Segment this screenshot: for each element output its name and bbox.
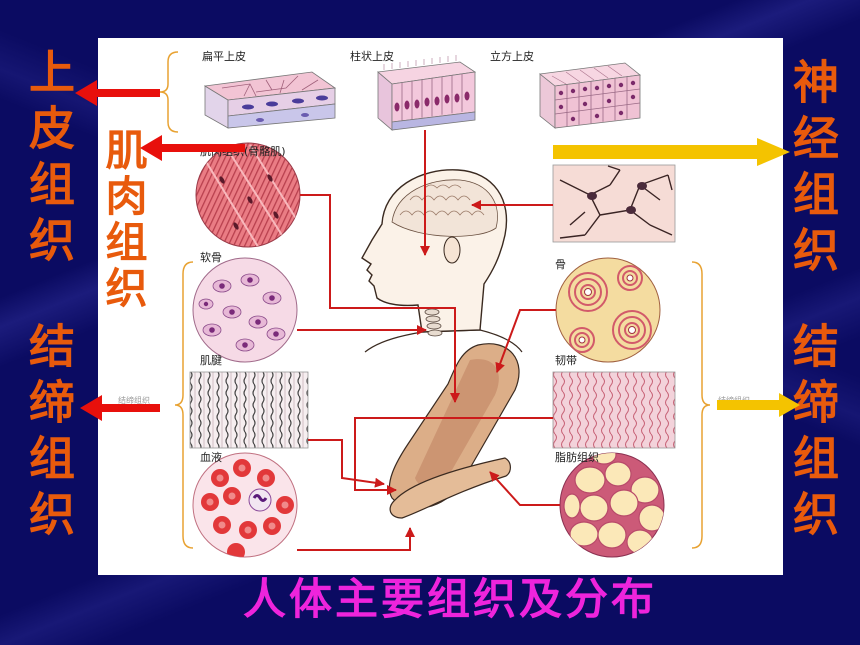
bone-image <box>555 257 661 363</box>
ligament-image <box>552 371 676 449</box>
connective-bracket-right <box>691 261 711 549</box>
blood-image <box>192 452 298 558</box>
cuboidal-epithelium-label: 立方上皮 <box>490 50 534 63</box>
nervous-tissue-label: 神经组织 <box>786 58 840 282</box>
tendon-image <box>189 371 309 449</box>
tendon-label: 肌腱 <box>200 354 222 367</box>
nervous-tissue-image <box>552 164 676 243</box>
blood-label: 血液 <box>200 451 222 464</box>
ligament-label: 韧带 <box>555 354 577 367</box>
cartilage-image <box>192 257 298 363</box>
bone-label: 骨 <box>555 258 566 271</box>
red-arrow-connective <box>80 395 160 421</box>
connector-tendon-to-elbow <box>308 439 385 488</box>
epithelial-tissue-label: 上皮组织 <box>22 48 76 272</box>
connective-tissue-label-left: 结缔组织 <box>22 322 76 546</box>
ear <box>443 236 461 264</box>
connector-fat-to-arm <box>489 471 560 506</box>
connective-tissue-label-right: 结缔组织 <box>786 322 840 546</box>
columnar-epithelium-image <box>377 55 477 131</box>
red-arrow-epithelial <box>75 80 160 106</box>
skeletal-muscle-image <box>195 142 301 248</box>
connective-bracket-left <box>174 261 194 549</box>
trachea <box>424 308 443 337</box>
squamous-epithelium-label: 扁平上皮 <box>202 50 246 63</box>
connector-ligament-to-elbow <box>354 417 553 495</box>
connector-muscle-to-arm <box>300 194 460 403</box>
brain <box>391 179 498 237</box>
red-arrow-muscle <box>140 135 245 161</box>
yellow-arrow-nervous <box>553 138 790 166</box>
bracket-left-label: 结缔组织 <box>118 396 150 405</box>
connector-bone-to-arm <box>495 309 556 373</box>
slide-title: 人体主要组织及分布 <box>243 575 657 625</box>
cartilage-label: 软骨 <box>200 251 222 264</box>
human-figure <box>361 169 523 519</box>
columnar-epithelium-label: 柱状上皮 <box>350 50 394 63</box>
muscle-tissue-label: 肌肉组织 <box>99 128 148 312</box>
connector-blood-to-arm <box>297 527 415 551</box>
forearm <box>389 457 511 519</box>
connector-lines <box>297 130 560 551</box>
cuboidal-epithelium-image <box>539 62 641 129</box>
squamous-epithelium-image <box>203 71 337 129</box>
yellow-arrow-connective <box>717 393 800 417</box>
adipose-label: 脂肪组织 <box>555 451 599 464</box>
